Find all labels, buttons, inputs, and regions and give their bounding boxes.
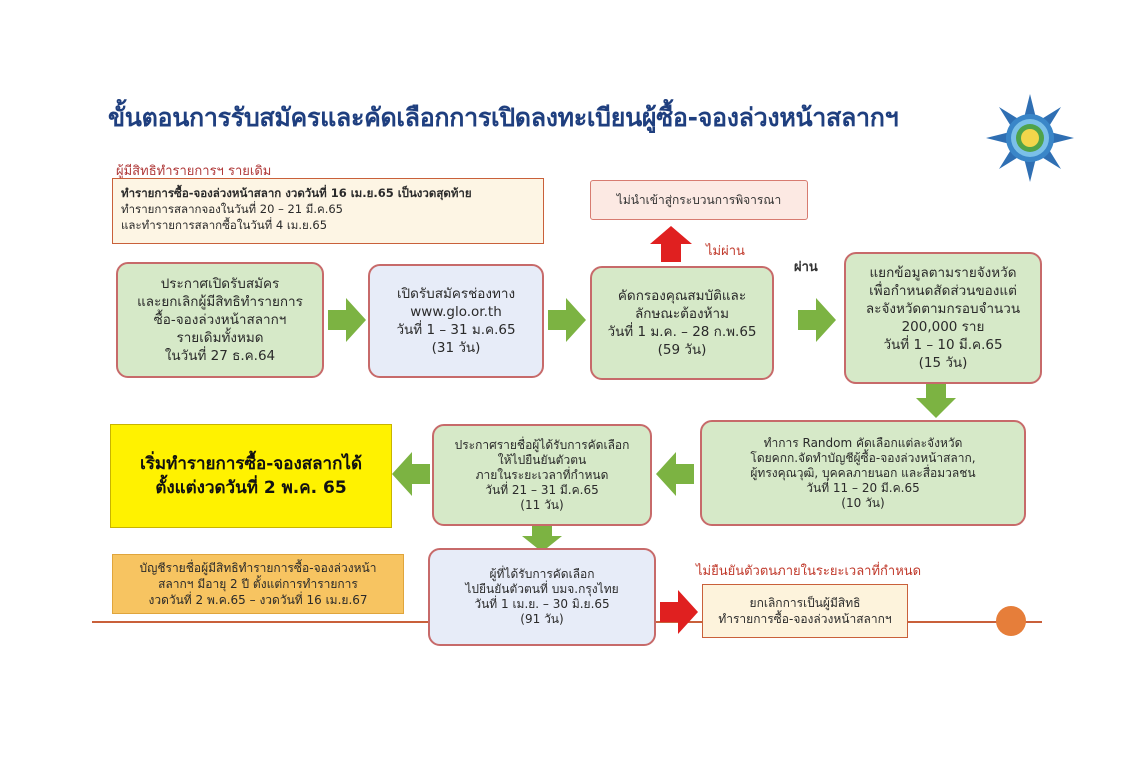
note-line-3: และทำรายการสลากซื้อในวันที่ 4 เม.ย.65 xyxy=(121,218,328,232)
stage-province-line: เพื่อกำหนดสัดส่วนของแต่ xyxy=(869,283,1017,299)
stage-selected-duration: (11 วัน) xyxy=(520,497,564,512)
pass-label: ผ่าน xyxy=(794,260,818,275)
left-arrow-icon xyxy=(392,452,430,496)
existing-holders-heading: ผู้มีสิทธิทำรายการฯ รายเดิม xyxy=(116,164,272,179)
stage-random-line: ผู้ทรงคุณวุฒิ, บุคคลภายนอก และสื่อมวลชน xyxy=(750,465,976,480)
page-title: ขั้นตอนการรับสมัครและคัดเลือกการเปิดลงทะ… xyxy=(108,103,899,132)
cancel-line: ยกเลิกการเป็นผู้มีสิทธิ xyxy=(749,596,861,610)
validity-line: งวดวันที่ 2 พ.ค.65 – งวดวันที่ 16 เม.ย.6… xyxy=(148,593,368,607)
emblem-icon xyxy=(986,94,1074,182)
fail-arrow-icon xyxy=(650,226,692,262)
orange-dot-icon xyxy=(996,606,1026,636)
stage-screening-line: คัดกรองคุณสมบัติและ xyxy=(617,288,747,304)
stage-province-split: แยกข้อมูลตามรายจังหวัด เพื่อกำหนดสัดส่วน… xyxy=(844,252,1042,384)
stage-confirm-duration: (91 วัน) xyxy=(520,612,564,626)
stage-registration-duration: (31 วัน) xyxy=(431,340,481,356)
list-validity-box: บัญชีรายชื่อผู้มีสิทธิทำรายการซื้อ-จองล่… xyxy=(112,554,404,614)
stage-province-line: 200,000 ราย xyxy=(901,319,985,335)
stage-announce-selected: ประกาศรายชื่อผู้ได้รับการคัดเลือก ให้ไปย… xyxy=(432,424,652,526)
down-arrow-icon xyxy=(916,384,956,418)
existing-holders-note: ทำรายการซื้อ-จองล่วงหน้าสลาก งวดวันที่ 1… xyxy=(112,178,544,244)
stage-selected-line: ให้ไปยืนยันตัวตน xyxy=(497,452,587,467)
no-confirm-label: ไม่ยืนยันตัวตนภายในระยะเวลาที่กำหนด xyxy=(696,564,922,579)
stage-province-line: ละจังหวัดตามกรอบจำนวน xyxy=(865,301,1021,317)
stage-announce-line: รายเดิมทั้งหมด xyxy=(176,330,264,346)
right-arrow-icon xyxy=(548,298,586,342)
stage-confirm-line: ผู้ที่ได้รับการคัดเลือก xyxy=(489,567,595,581)
stage-province-line: แยกข้อมูลตามรายจังหวัด xyxy=(869,265,1017,281)
stage-screening-duration: (59 วัน) xyxy=(657,342,707,358)
stage-screening-line: วันที่ 1 ม.ค. – 28 ก.พ.65 xyxy=(607,324,757,340)
stage-province-duration: (15 วัน) xyxy=(918,355,968,371)
stage-confirm-line: วันที่ 1 เม.ย. – 30 มิ.ย.65 xyxy=(474,597,610,611)
stage-random: ทำการ Random คัดเลือกแต่ละจังหวัด โดยคกก… xyxy=(700,420,1026,526)
stage-announce-line: ประกาศเปิดรับสมัคร xyxy=(160,276,280,292)
stage-announce-line: และยกเลิกผู้มีสิทธิทำรายการ xyxy=(137,294,303,310)
stage-province-line: วันที่ 1 – 10 มี.ค.65 xyxy=(883,337,1003,353)
start-line: ตั้งแต่งวดวันที่ 2 พ.ค. 65 xyxy=(155,478,347,498)
fail-label: ไม่ผ่าน xyxy=(706,244,745,259)
stage-registration-line: www.glo.or.th xyxy=(410,304,502,320)
stage-announce-line: ในวันที่ 27 ธ.ค.64 xyxy=(164,348,276,364)
stage-selected-line: ประกาศรายชื่อผู้ได้รับการคัดเลือก xyxy=(454,437,630,452)
not-considered-box: ไม่นำเข้าสู่กระบวนการพิจารณา xyxy=(590,180,808,220)
validity-line: บัญชีรายชื่อผู้มีสิทธิทำรายการซื้อ-จองล่… xyxy=(139,561,377,575)
stage-random-duration: (10 วัน) xyxy=(841,495,885,510)
right-arrow-red-icon xyxy=(660,590,698,634)
start-transactions-box: เริ่มทำรายการซื้อ-จองสลากได้ ตั้งแต่งวดว… xyxy=(110,424,392,528)
stage-identity-confirm: ผู้ที่ได้รับการคัดเลือก ไปยืนยันตัวตนที่… xyxy=(428,548,656,646)
stage-registration-line: วันที่ 1 – 31 ม.ค.65 xyxy=(396,322,516,338)
stage-confirm-line: ไปยืนยันตัวตนที่ บมจ.กรุงไทย xyxy=(465,582,619,596)
stage-random-line: วันที่ 11 – 20 มี.ค.65 xyxy=(806,480,920,495)
cancel-line: ทำรายการซื้อ-จองล่วงหน้าสลากฯ xyxy=(718,612,892,626)
note-line-1: ทำรายการซื้อ-จองล่วงหน้าสลาก งวดวันที่ 1… xyxy=(121,186,472,200)
start-line: เริ่มทำรายการซื้อ-จองสลากได้ xyxy=(139,454,362,474)
validity-line: สลากฯ มีอายุ 2 ปี ตั้งแต่การทำรายการ xyxy=(158,577,358,591)
stage-registration-line: เปิดรับสมัครช่องทาง xyxy=(396,286,516,302)
stage-screening-line: ลักษณะต้องห้าม xyxy=(635,306,729,322)
stage-selected-line: ภายในระยะเวลาที่กำหนด xyxy=(475,467,609,482)
stage-random-line: โดยคกก.จัดทำบัญชีผู้ซื้อ-จองล่วงหน้าสลาก… xyxy=(750,450,976,465)
cancel-rights-box: ยกเลิกการเป็นผู้มีสิทธิ ทำรายการซื้อ-จอง… xyxy=(702,584,908,638)
stage-announce-line: ซื้อ-จองล่วงหน้าสลากฯ xyxy=(153,312,287,328)
stage-screening: คัดกรองคุณสมบัติและ ลักษณะต้องห้าม วันที… xyxy=(590,266,774,380)
stage-random-line: ทำการ Random คัดเลือกแต่ละจังหวัด xyxy=(763,435,963,450)
stage-announce: ประกาศเปิดรับสมัคร และยกเลิกผู้มีสิทธิทำ… xyxy=(116,262,324,378)
right-arrow-icon xyxy=(328,298,366,342)
stage-selected-line: วันที่ 21 – 31 มี.ค.65 xyxy=(485,482,599,497)
stage-registration: เปิดรับสมัครช่องทาง www.glo.or.th วันที่… xyxy=(368,264,544,378)
down-arrow-icon xyxy=(522,526,562,552)
right-arrow-icon xyxy=(798,298,836,342)
note-line-2: ทำรายการสลากจองในวันที่ 20 – 21 มี.ค.65 xyxy=(121,202,343,216)
left-arrow-icon xyxy=(656,452,694,496)
